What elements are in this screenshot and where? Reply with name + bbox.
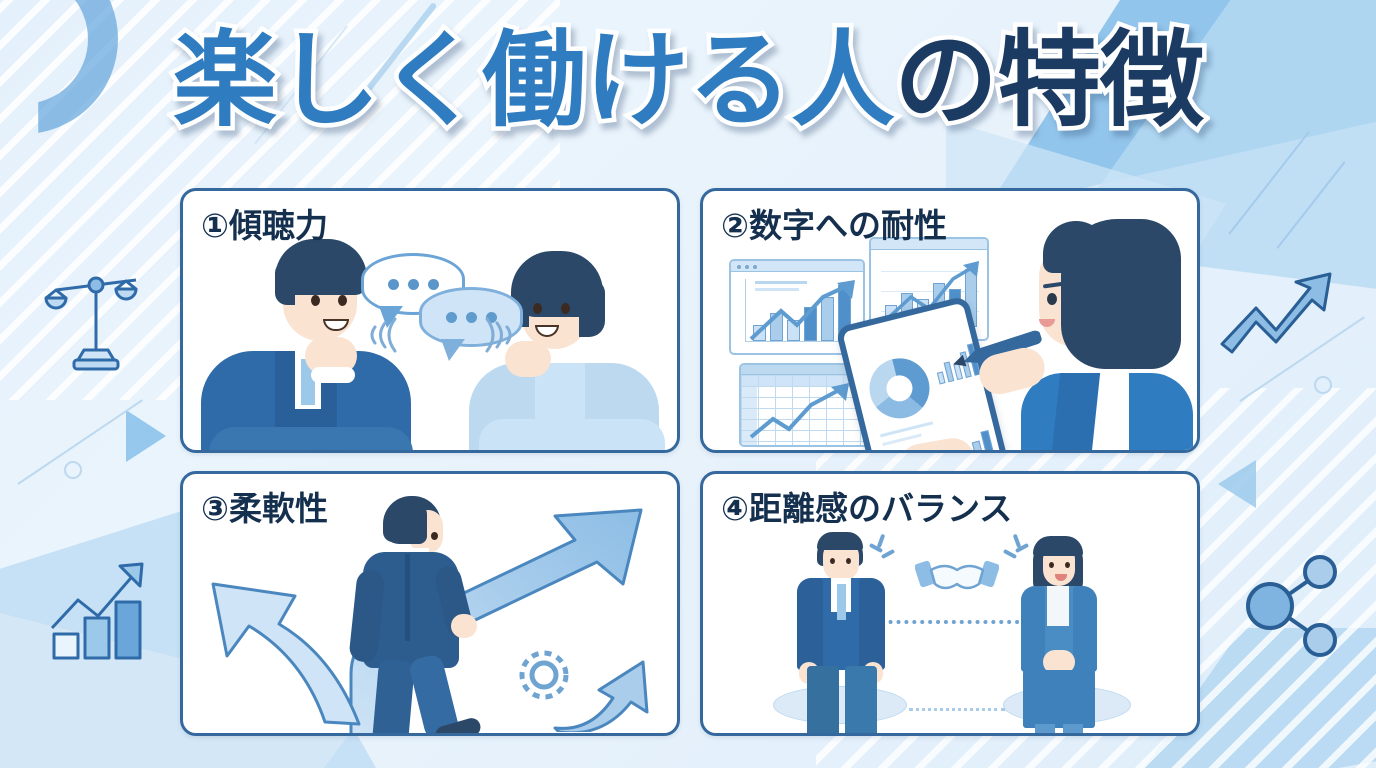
triangle-left-icon [1218, 460, 1256, 508]
line-with-circle-icon-right [1239, 316, 1376, 404]
page-title-container: 楽しく働ける人の特徴 [0, 21, 1376, 139]
page-title: 楽しく働ける人の特徴 [168, 21, 1208, 139]
page-title-tail: の特徴 [889, 19, 1208, 141]
chart-window-bar [729, 259, 865, 355]
ground-oval-left [773, 686, 907, 724]
donut-chart [863, 351, 936, 425]
speech-bubble-2-tail [441, 339, 465, 361]
spark-right-icon [1002, 533, 1030, 564]
card-3-illustration [183, 474, 677, 733]
network-share-icon [1246, 555, 1337, 657]
speech-bubble-1 [361, 253, 465, 315]
sound-wave-right-icon [485, 317, 512, 353]
feature-card-3[interactable]: ③柔軟性 [180, 471, 680, 736]
card-4-illustration [703, 474, 1197, 733]
card-1-illustration [183, 191, 677, 450]
spark-left-icon [868, 533, 896, 564]
gear-icon [519, 650, 569, 700]
triangle-right-icon [126, 410, 166, 462]
card-1-title: ①傾聴力 [201, 206, 328, 245]
card-4-title: ④距離感のバランス [721, 489, 1013, 528]
stylus-pen-icon [953, 330, 1043, 367]
curved-arrow-icon [553, 660, 649, 732]
feature-card-1[interactable]: ①傾聴力 [180, 188, 680, 453]
ground-dotted-line [909, 708, 1005, 711]
speech-bubble-2 [419, 287, 523, 347]
sound-wave-left-icon [370, 317, 397, 353]
card-2-title: ②数字への耐性 [721, 206, 947, 245]
card-3-title: ③柔軟性 [201, 489, 328, 528]
feature-card-grid: ①傾聴力 [180, 188, 1200, 736]
page-title-main: 楽しく働ける人 [168, 19, 899, 141]
card-2-illustration [703, 191, 1197, 450]
distance-dotted-line [857, 620, 1043, 624]
feature-card-4[interactable]: ④距離感のバランス [700, 471, 1200, 736]
balance-scale-icon [44, 276, 138, 371]
zigzag-up-arrow-icon [1220, 272, 1332, 354]
line-with-circle-icon [17, 399, 154, 487]
bar-chart-growth-icon [50, 562, 144, 660]
handshake-icon [915, 560, 999, 590]
feature-card-2[interactable]: ②数字への耐性 [700, 188, 1200, 453]
